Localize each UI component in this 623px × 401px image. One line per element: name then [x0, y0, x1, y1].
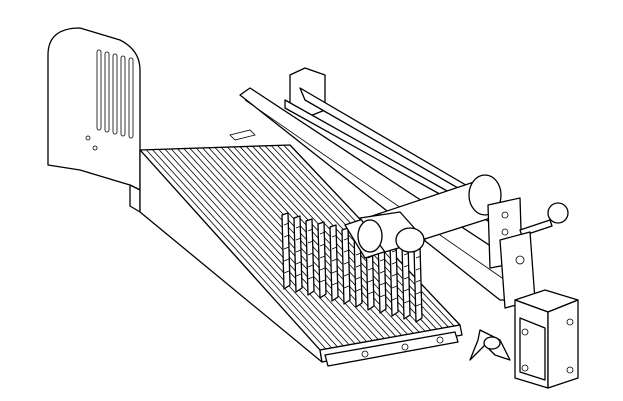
back-plate: [47, 27, 141, 213]
finger-notch: [391, 273, 398, 277]
vent-slot: [96, 49, 102, 131]
finger-notch: [391, 297, 398, 301]
finger-notch: [319, 267, 326, 271]
tray-ridge: [189, 148, 367, 342]
finger-notch: [415, 279, 422, 283]
finger-notch: [415, 303, 422, 307]
tray-ridge: [158, 149, 338, 348]
finger-notch: [331, 234, 338, 238]
finger-notch: [343, 273, 350, 277]
finger-notch: [295, 225, 302, 229]
finger-notch: [367, 279, 374, 283]
vent-slot: [128, 57, 134, 139]
finger-notch: [343, 237, 350, 241]
finger-notch: [355, 252, 362, 256]
tray-ridge: [170, 148, 350, 346]
finger-notch: [283, 234, 290, 238]
finger-notch: [379, 282, 386, 286]
rear-rail: [229, 67, 516, 301]
finger-notch: [391, 261, 398, 265]
finger-notch: [283, 246, 290, 250]
comb-finger: [281, 212, 291, 290]
finger-notch: [283, 270, 290, 274]
finger-notch: [355, 276, 362, 280]
finger-notch: [391, 249, 398, 253]
tray-ridge: [152, 149, 332, 349]
finger-notch: [319, 231, 326, 235]
finger-notch: [331, 258, 338, 262]
finger-notch: [319, 279, 326, 283]
finger-notch: [319, 243, 326, 247]
comb-finger: [317, 221, 327, 299]
finger-notch: [415, 255, 422, 259]
finger-notch: [343, 285, 350, 289]
finger-notch: [367, 291, 374, 295]
finger-notch: [295, 249, 302, 253]
finger-notch: [307, 264, 314, 268]
finger-notch: [331, 246, 338, 250]
finger-notch: [355, 264, 362, 268]
finger-notch: [331, 282, 338, 286]
tray-ridge: [202, 147, 379, 340]
tray-ridge: [145, 149, 327, 350]
finger-notch: [295, 273, 302, 277]
tray-ridge: [164, 148, 344, 347]
finger-notch: [307, 252, 314, 256]
finger-notch: [379, 258, 386, 262]
finger-notch: [415, 291, 422, 295]
comb-finger: [329, 224, 339, 302]
right-bracket: [487, 197, 569, 309]
finger-notch: [283, 258, 290, 262]
finger-notch: [355, 288, 362, 292]
finger-notch: [307, 228, 314, 232]
finger-notch: [307, 240, 314, 244]
vent-slots: [96, 49, 134, 139]
comb-finger: [341, 227, 351, 305]
finger-notch: [415, 267, 422, 271]
finger-notch: [403, 264, 410, 268]
finger-notch: [295, 261, 302, 265]
gear-box: [514, 289, 579, 389]
tray-ridge: [183, 148, 362, 343]
tray-ridge: [214, 147, 391, 338]
finger-notch: [403, 300, 410, 304]
finger-notch: [403, 288, 410, 292]
wing-nut: [469, 329, 511, 361]
finger-notch: [343, 261, 350, 265]
finger-notch: [379, 294, 386, 298]
vent-slot: [104, 51, 110, 133]
vent-slot: [112, 53, 118, 135]
tray-ridge: [177, 148, 356, 345]
finger-notch: [307, 276, 314, 280]
finger-notch: [367, 267, 374, 271]
comb-finger: [305, 218, 315, 296]
finger-notch: [319, 255, 326, 259]
finger-notch: [403, 276, 410, 280]
finger-notch: [379, 270, 386, 274]
finger-notch: [283, 222, 290, 226]
finger-notch: [295, 237, 302, 241]
finger-notch: [343, 249, 350, 253]
vent-slot: [120, 55, 126, 137]
finger-notch: [403, 252, 410, 256]
finger-notch: [391, 285, 398, 289]
finger-notch: [331, 270, 338, 274]
comb-finger: [293, 215, 303, 293]
